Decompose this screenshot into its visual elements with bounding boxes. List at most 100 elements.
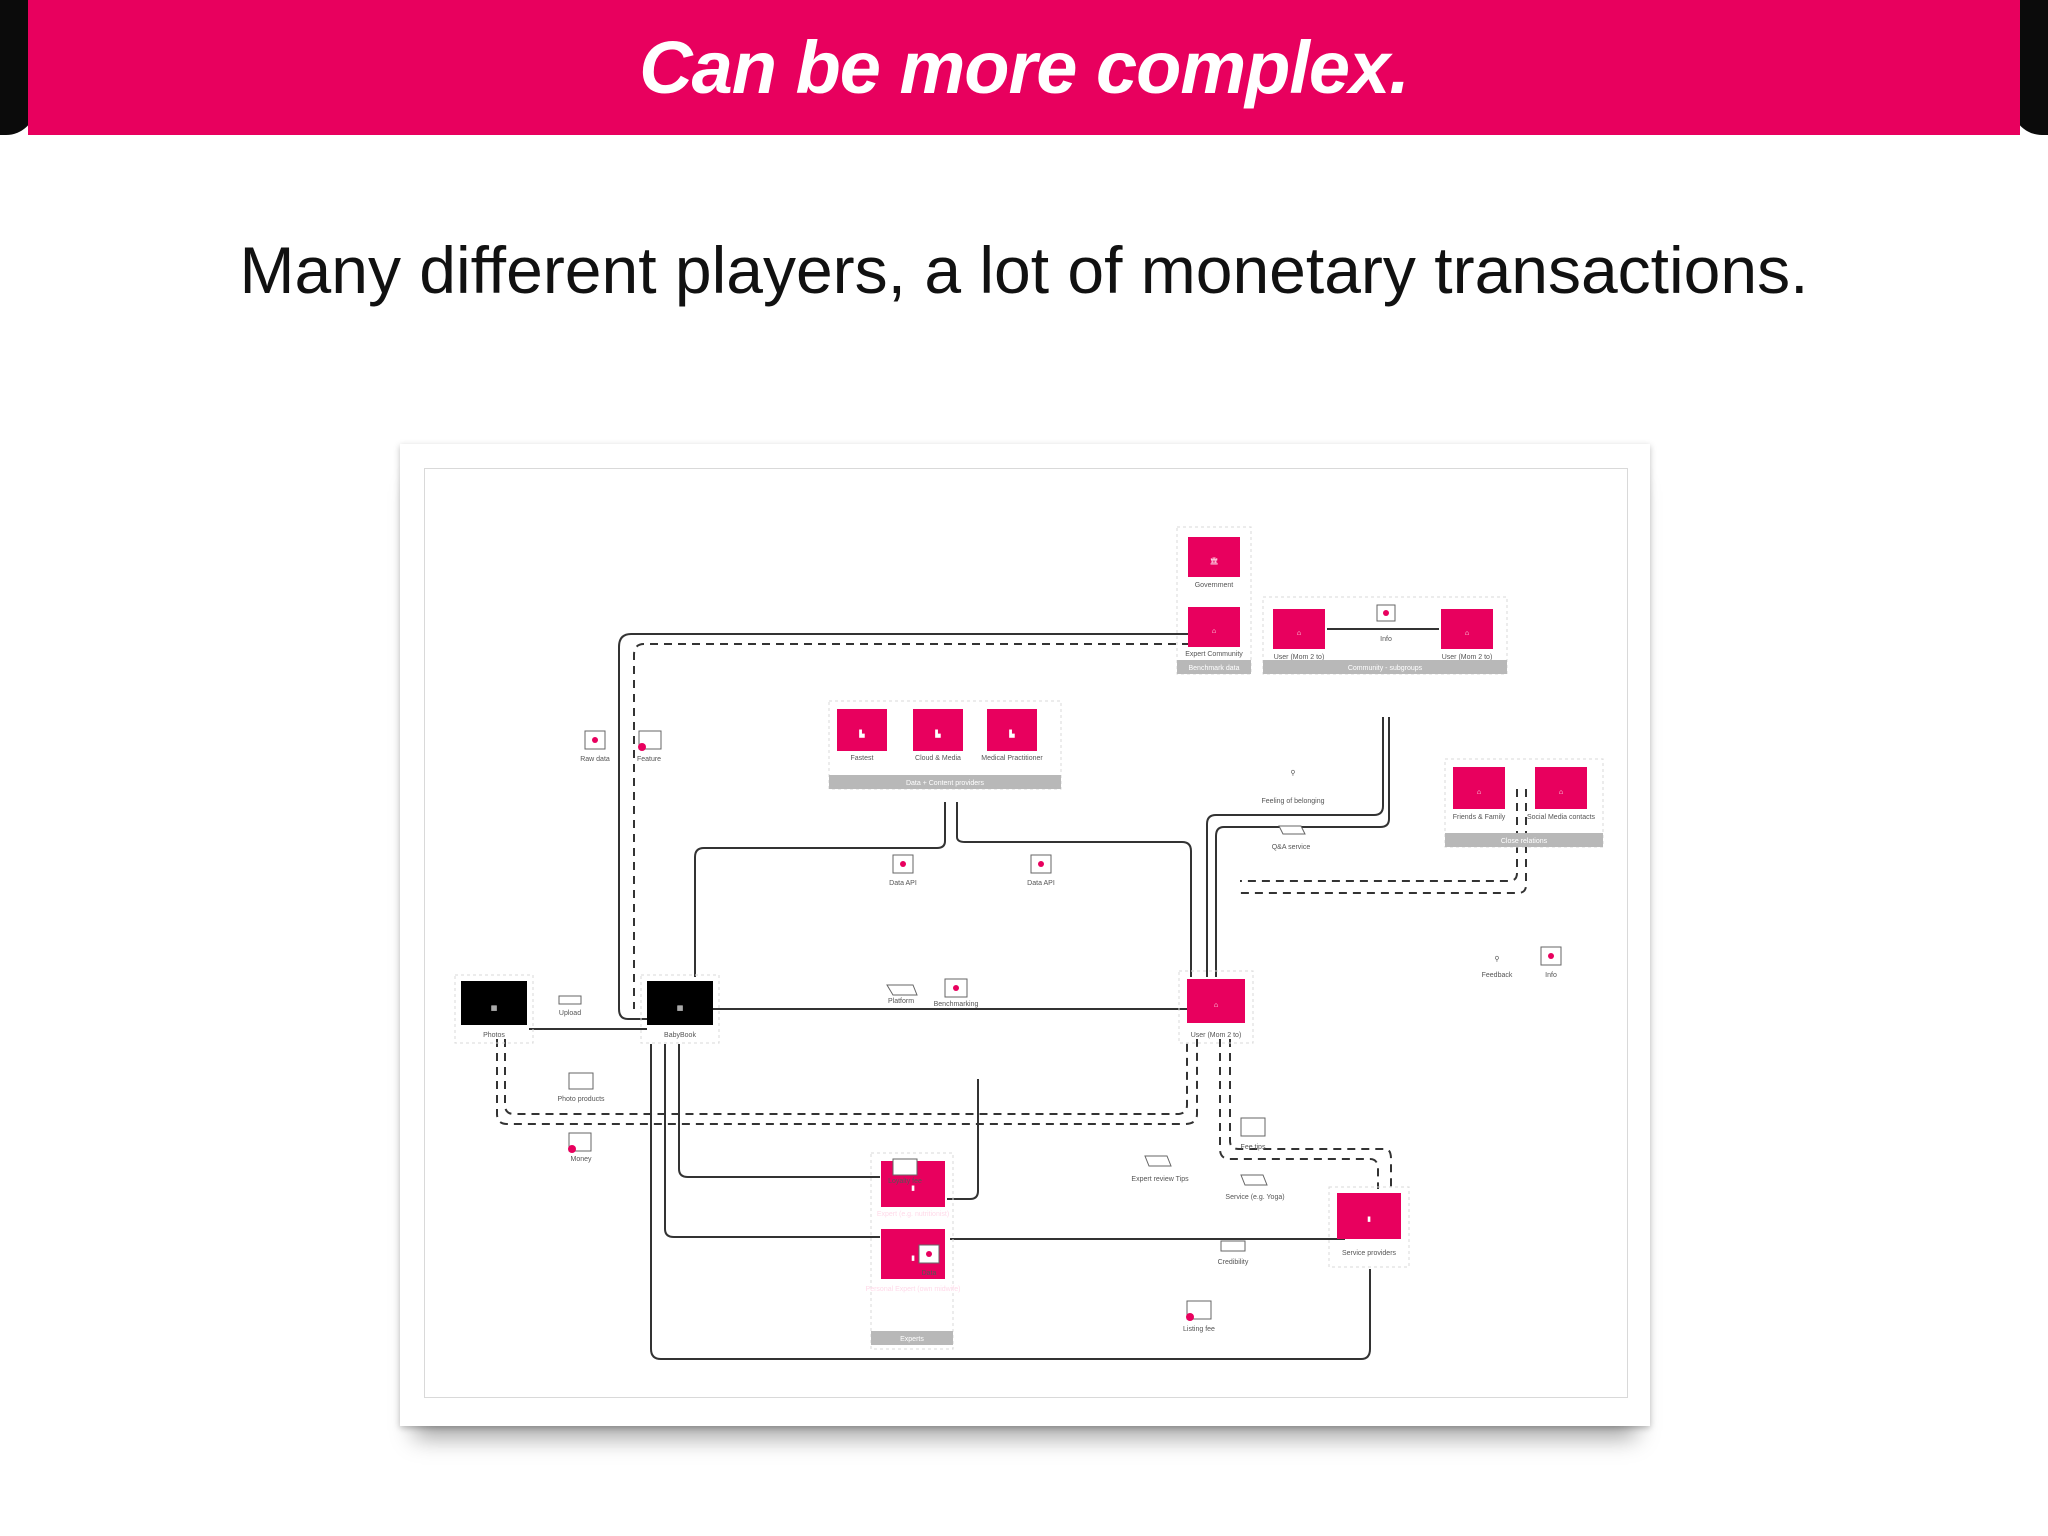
edge-babybook-to-benchmark xyxy=(618,633,1190,1020)
data-dot xyxy=(900,861,906,867)
data-dot xyxy=(953,985,959,991)
ecosystem-diagram: 🏛 Government ⌂ Expert Community Benchmar… xyxy=(454,526,1604,1360)
review-icon xyxy=(1144,1155,1172,1167)
expert-bottom-label: Personal Expert (own midwife) xyxy=(866,1286,961,1293)
fee-tips-label: Fee tips xyxy=(1241,1144,1266,1151)
service-icon xyxy=(1240,1174,1268,1186)
upload-label: Upload xyxy=(559,1010,581,1017)
feature-label: Feature xyxy=(637,756,661,763)
user-mom-b-label: User (Mom 2 to) xyxy=(1442,654,1493,661)
photos-label: Photos xyxy=(483,1032,505,1039)
edge-user-to-service-2 xyxy=(1229,1039,1392,1189)
edge-close-relations-to-user xyxy=(1240,789,1518,882)
money-dot xyxy=(1186,1313,1194,1321)
raw-data-label: Raw data xyxy=(580,756,610,763)
medical-node[interactable] xyxy=(987,709,1037,751)
edge-photos-money-loop-2 xyxy=(504,1039,1188,1115)
expert-top-label: Expert (e.g. nutritionist) xyxy=(877,1211,949,1218)
experts-bar xyxy=(871,1331,953,1345)
building-icon: ▦ xyxy=(677,1005,684,1012)
info-label: Info xyxy=(1380,636,1392,643)
babybook-node[interactable] xyxy=(647,981,713,1025)
government-node[interactable] xyxy=(1188,537,1240,577)
photos-node[interactable] xyxy=(461,981,527,1025)
phone-icon: ▮ xyxy=(1367,1216,1371,1223)
experts-frame xyxy=(870,1152,954,1350)
photo-products-icon xyxy=(568,1072,594,1090)
edge-data-providers-to-babybook xyxy=(694,802,946,977)
cloud-media-label: Cloud & Media xyxy=(915,755,961,762)
house-icon: ⌂ xyxy=(1559,789,1563,796)
listing-fee-label: Listing fee xyxy=(1183,1326,1215,1333)
benchmarking-label: Benchmarking xyxy=(934,1001,979,1008)
slide-subtitle: Many different players, a lot of monetar… xyxy=(239,233,1809,307)
experts-label: Experts xyxy=(900,1336,924,1343)
fastest-node[interactable] xyxy=(837,709,887,751)
title-banner: Can be more complex. xyxy=(28,0,2020,135)
user-mom-b-node[interactable] xyxy=(1441,609,1493,649)
belonging-icon: ⚲ xyxy=(1290,769,1295,777)
community-group-label: Community - subgroups xyxy=(1348,665,1423,672)
benchmark-group-label: Benchmark data xyxy=(1189,665,1240,672)
social-media-label: Social Media contacts xyxy=(1527,814,1596,821)
service-provider-label: Service providers xyxy=(1342,1250,1397,1257)
user-main-node[interactable] xyxy=(1187,979,1245,1023)
user-main-label: User (Mom 2 to) xyxy=(1191,1032,1242,1039)
expert-review-label: Expert review Tips xyxy=(1131,1176,1189,1183)
phone-icon: ▮ xyxy=(911,1185,915,1192)
close-relations-label: Close relations xyxy=(1501,838,1548,845)
data-providers-bar xyxy=(829,775,1061,789)
credibility-icon xyxy=(1220,1240,1246,1252)
service-provider-frame xyxy=(1328,1186,1410,1268)
belonging-label: Feeling of belonging xyxy=(1261,798,1324,805)
edge-babybook-to-service xyxy=(650,1044,1371,1360)
data-label: Data xyxy=(922,1270,937,1277)
fee-icon xyxy=(892,1158,918,1176)
photos-frame xyxy=(454,974,534,1044)
edge-babybook-to-expert-top xyxy=(678,1044,880,1178)
data-providers-frame xyxy=(828,700,1062,790)
babybook-frame xyxy=(640,974,720,1044)
data-api-label-1: Data API xyxy=(889,880,917,887)
edge-babybook-to-expert-bottom xyxy=(664,1044,880,1238)
data-dot xyxy=(926,1251,932,1257)
benchmark-group-bar xyxy=(1177,660,1251,674)
edge-data-providers-to-user xyxy=(956,802,1192,977)
expert-community-icon: ⌂ xyxy=(1212,628,1216,635)
cloud-media-node[interactable] xyxy=(913,709,963,751)
service-provider-node[interactable] xyxy=(1337,1193,1401,1239)
medical-label: Medical Practitioner xyxy=(981,755,1043,762)
diagram-canvas: 🏛 Government ⌂ Expert Community Benchmar… xyxy=(424,468,1628,1398)
social-media-node[interactable] xyxy=(1535,767,1587,809)
fee-icon xyxy=(1240,1117,1266,1137)
upload-icon xyxy=(558,995,582,1005)
phone-icon: ▮ xyxy=(911,1255,915,1262)
data-dot xyxy=(1038,861,1044,867)
edge-expert-to-user xyxy=(947,1079,979,1200)
building-icon: ▦ xyxy=(491,1005,498,1012)
fastest-label: Fastest xyxy=(851,755,874,762)
close-relations-bar xyxy=(1445,833,1603,847)
data-providers-label: Data + Content providers xyxy=(906,780,985,787)
edge-community-to-user-1 xyxy=(1206,717,1384,977)
expert-community-node[interactable] xyxy=(1188,607,1240,647)
house-icon: ⌂ xyxy=(1214,1002,1218,1009)
service-label: Service (e.g. Yoga) xyxy=(1225,1194,1284,1201)
community-group-frame xyxy=(1262,596,1508,675)
babybook-label: BabyBook xyxy=(664,1032,696,1039)
slide-title: Can be more complex. xyxy=(639,26,1410,109)
money-dot xyxy=(568,1145,576,1153)
community-group-bar xyxy=(1263,660,1507,674)
factory-icon: ▙ xyxy=(858,729,865,738)
feedback-icon: ⚲ xyxy=(1494,955,1499,963)
credibility-label: Credibility xyxy=(1218,1259,1249,1266)
info-dot xyxy=(1383,610,1389,616)
photo-products-label: Photo products xyxy=(557,1096,605,1103)
platform-label: Platform xyxy=(888,998,914,1005)
qa-label: Q&A service xyxy=(1272,844,1311,851)
friends-family-node[interactable] xyxy=(1453,767,1505,809)
factory-icon: ▙ xyxy=(1008,729,1015,738)
loyalty-fee-label: Loyalty fee xyxy=(888,1178,922,1185)
user-mom-a-node[interactable] xyxy=(1273,609,1325,649)
info2-label: Info xyxy=(1545,972,1557,979)
